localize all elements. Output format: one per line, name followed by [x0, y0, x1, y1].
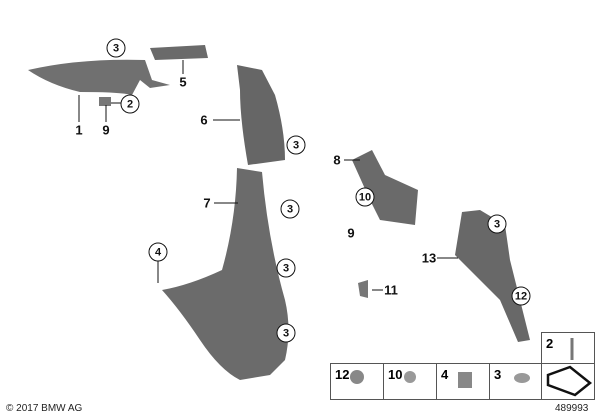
callout-12: 12 [511, 286, 531, 306]
legend-cell-2: 2 [541, 332, 595, 364]
callout-3: 3 [286, 135, 306, 155]
part-5-bracket [150, 45, 208, 60]
label-9b: 9 [347, 225, 355, 241]
clip-4-icon [458, 372, 472, 388]
callout-3: 3 [487, 214, 507, 234]
label-5: 5 [179, 74, 187, 90]
label-8: 8 [333, 152, 341, 168]
copyright: © 2017 BMW AG [6, 403, 83, 414]
label-9: 9 [102, 122, 110, 138]
callout-4: 4 [148, 242, 168, 262]
legend-cell-10: 10 [383, 363, 437, 400]
label-13: 13 [421, 250, 437, 266]
label-7: 7 [203, 195, 211, 211]
callout-3: 3 [276, 323, 296, 343]
clip-3-icon [514, 373, 530, 383]
part-6-trim [237, 65, 285, 165]
diagram-number: 489993 [555, 403, 589, 414]
label-11: 11 [384, 282, 398, 298]
label-6: 6 [200, 112, 208, 128]
legend-cell-12: 12 [330, 363, 384, 400]
screw-10-icon [404, 371, 416, 383]
label-1: 1 [75, 122, 83, 138]
leader-lines [78, 60, 458, 291]
legend-cell-arrow [541, 363, 595, 400]
part-1-trim [28, 59, 170, 95]
direction-arrow-icon [546, 365, 593, 397]
screw-12-icon [350, 370, 364, 384]
part-7-pillar [162, 168, 289, 380]
part-11-clip [358, 280, 368, 298]
part-13-trim [455, 210, 530, 342]
part-9-clip [99, 97, 111, 106]
callout-10: 10 [355, 187, 375, 207]
callout-3: 3 [276, 258, 296, 278]
callout-3: 3 [106, 38, 126, 58]
legend-cell-3: 3 [489, 363, 542, 400]
callout-2: 2 [120, 94, 140, 114]
callout-3: 3 [280, 199, 300, 219]
part-8-trim [352, 150, 418, 225]
legend-cell-4: 4 [436, 363, 490, 400]
